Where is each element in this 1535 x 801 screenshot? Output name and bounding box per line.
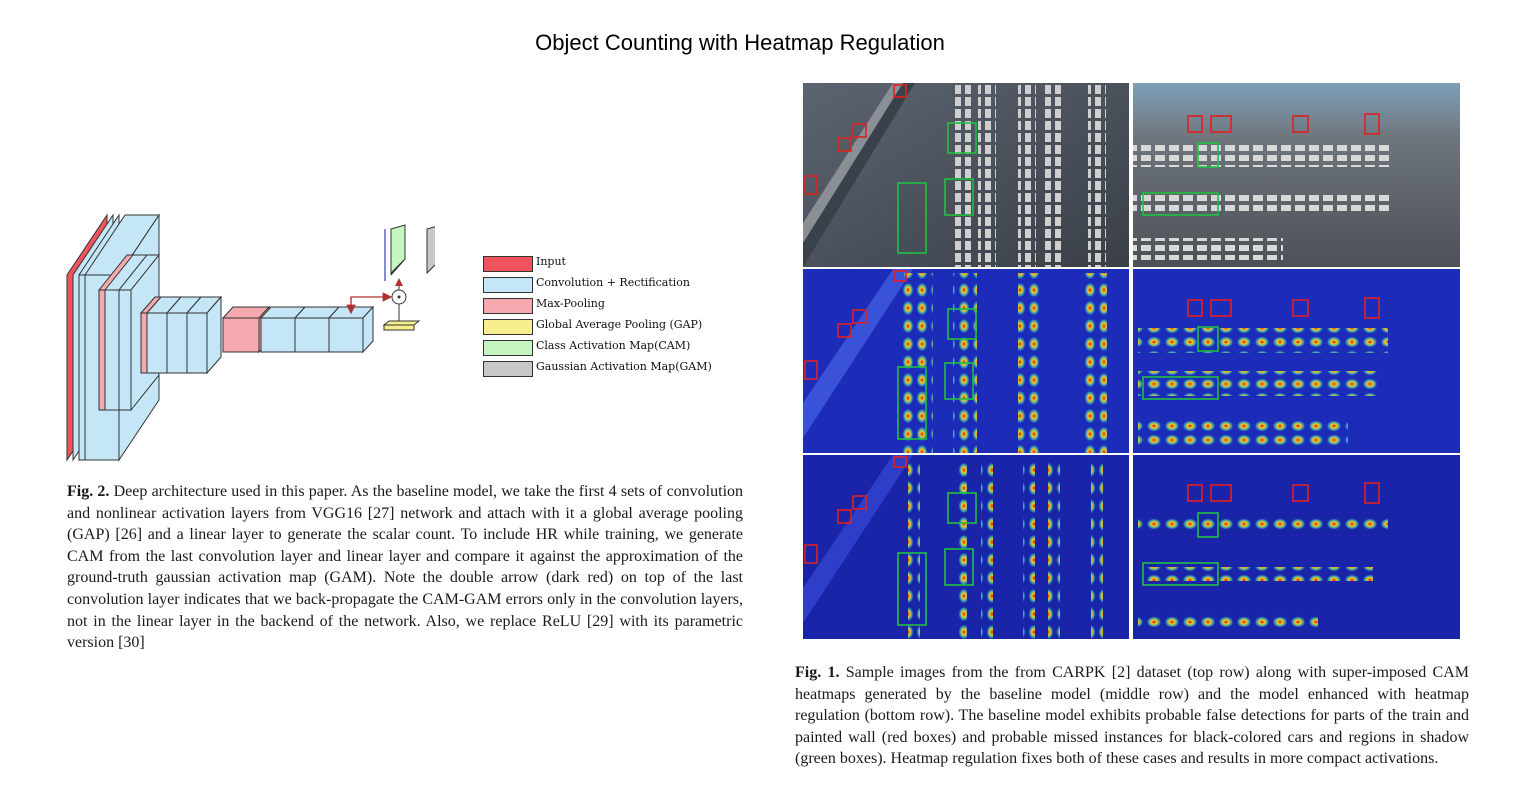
conv-block-4 <box>259 305 375 354</box>
legend-swatch <box>483 277 533 293</box>
fig2-text: Deep architecture used in this paper. As… <box>67 483 744 652</box>
cam-map <box>390 224 406 276</box>
conv-block-3 <box>145 295 223 375</box>
architecture-diagram <box>66 213 435 462</box>
legend-label: Max-Pooling <box>536 297 605 310</box>
page-title: Object Counting with Heatmap Regulation <box>535 30 945 55</box>
fig2-caption: Fig. 2. Deep architecture used in this p… <box>67 481 743 654</box>
legend-label: Global Average Pooling (GAP) <box>536 318 703 331</box>
fig1-label: Fig. 1. <box>795 664 840 681</box>
legend-label: Gaussian Activation Map(GAM) <box>536 360 712 373</box>
legend-label: Class Activation Map(CAM) <box>536 339 691 352</box>
fig1-caption: Fig. 1. Sample images from the from CARP… <box>795 662 1469 770</box>
missed-instance-boxes <box>897 122 1219 626</box>
legend-swatch <box>483 256 533 272</box>
false-detection-boxes <box>804 84 1380 564</box>
legend-label: Input <box>536 255 566 268</box>
fig1-text: Sample images from the from CARPK [2] da… <box>795 664 1469 768</box>
legend-swatch <box>483 340 533 356</box>
image-grid-svg <box>803 83 1460 639</box>
row-original <box>803 83 1460 267</box>
gap-layer <box>382 320 421 331</box>
legend-swatch <box>483 361 533 377</box>
legend-swatch <box>483 319 533 335</box>
legend-label: Convolution + Rectification <box>536 276 691 289</box>
legend-swatch <box>483 298 533 314</box>
sample-image-grid <box>803 83 1460 639</box>
gam-map <box>426 226 435 275</box>
fig2-label: Fig. 2. <box>67 483 110 500</box>
